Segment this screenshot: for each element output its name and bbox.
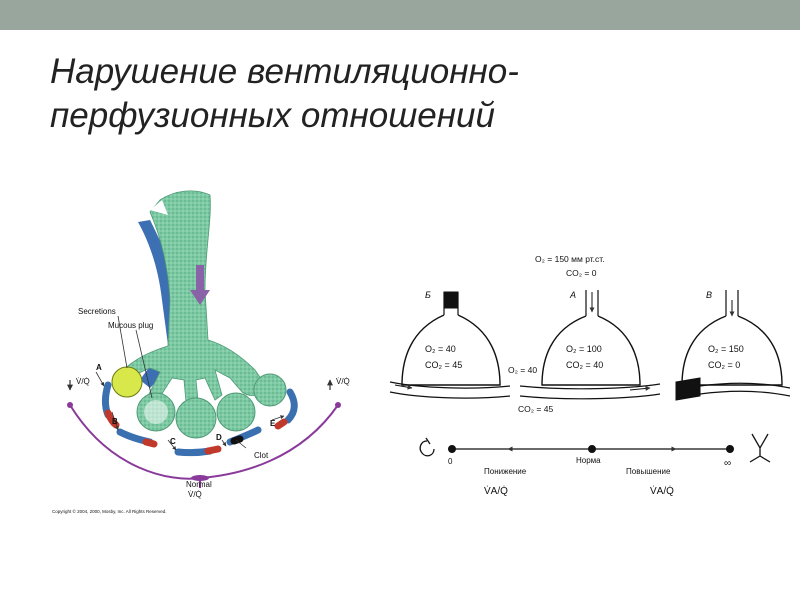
alveolus-c <box>175 397 217 439</box>
occluded-airway-icon <box>419 440 435 457</box>
capillary-b <box>389 381 511 399</box>
label-normal-vq: V̇/Q̇ <box>188 490 202 499</box>
capillary-block <box>675 377 701 401</box>
vessel-d-end <box>230 435 244 445</box>
open-airway-icon <box>749 433 771 463</box>
scale-high: Повышение <box>626 467 671 476</box>
left-airway-diagram: Secretions Mucous plug Clot Normal V̇/Q̇… <box>52 190 350 514</box>
scale-point-inf <box>726 445 734 453</box>
unit-v-label: В <box>706 290 712 300</box>
label-unit-e: E <box>270 419 276 428</box>
vessel-e-end <box>274 418 288 430</box>
curve-end-right <box>335 402 341 408</box>
venous-o2: O₂ = 40 <box>508 365 537 375</box>
mucous-plug <box>144 400 168 424</box>
scale-point-norm <box>588 445 596 453</box>
unit-a: А O₂ = 100 CO₂ = 40 <box>541 290 641 386</box>
secretion-ball <box>111 366 143 398</box>
title-line-1: Нарушение вентиляционно- <box>50 52 519 91</box>
scale-point-zero <box>448 445 456 453</box>
arrow-a <box>95 371 105 387</box>
vessel-e <box>284 388 298 424</box>
label-unit-b: B <box>112 417 118 426</box>
inspired-o2: O₂ = 150 мм рт.ст. <box>535 254 605 264</box>
secretions-leader <box>117 315 128 369</box>
vessel-a-end <box>104 409 120 429</box>
unit-b: Б O₂ = 40 CO₂ = 45 <box>401 290 501 386</box>
slide-title: Нарушение вентиляционно- перфузионных от… <box>50 50 519 138</box>
vq-scale: 0 ∞ Понижение Норма Повышение V̇A/Q̇ V̇A… <box>419 433 771 497</box>
arrow-d <box>221 439 227 447</box>
arrow-b <box>111 411 119 431</box>
capillary-a <box>519 383 661 400</box>
mucous-plug-leader <box>135 329 153 399</box>
right-vq-diagram: O₂ = 150 мм рт.ст. CO₂ = 0 Б O₂ = 40 CO₂… <box>389 254 791 497</box>
unit-b-co2: CO₂ = 45 <box>425 360 462 370</box>
scale-inf: ∞ <box>724 458 731 469</box>
trachea <box>117 190 271 403</box>
unit-v-o2: O₂ = 150 <box>708 344 744 354</box>
curve-end-left <box>67 402 73 408</box>
ratio-right: V̇A/Q̇ <box>650 484 674 497</box>
label-unit-a: A <box>96 363 102 372</box>
unit-b-o2: O₂ = 40 <box>425 344 456 354</box>
title-line-2: перфузионных отношений <box>50 96 495 135</box>
copyright-note: Copyright © 2004, 2000, Mosby, Inc. All … <box>52 508 167 514</box>
alveolus-d <box>216 392 256 432</box>
alveolus-e <box>253 373 287 407</box>
scale-zero: 0 <box>448 457 453 466</box>
unit-a-co2: CO₂ = 40 <box>566 360 603 370</box>
ratio-left: V̇A/Q̇ <box>484 484 508 497</box>
unit-b-label: Б <box>425 290 431 300</box>
arrow-c <box>167 439 177 451</box>
unit-v: В O₂ = 150 CO₂ = 0 <box>675 290 791 401</box>
label-unit-d: D <box>216 433 222 442</box>
arrow-e <box>271 415 285 421</box>
label-unit-c: C <box>170 437 176 446</box>
label-high-vq: V̇/Q̇ <box>336 377 350 386</box>
slide-top-bar <box>0 0 800 30</box>
label-secretions: Secretions <box>78 307 116 316</box>
label-mucous-plug: Mucous plug <box>108 321 153 330</box>
vessel-b-end <box>142 438 158 448</box>
label-normal: Normal <box>186 480 212 489</box>
vessel-c-end <box>204 445 222 455</box>
unit-a-label: А <box>569 290 576 300</box>
scale-norm: Норма <box>576 456 601 465</box>
airway-obstruction <box>443 291 459 309</box>
inspired-co2: CO₂ = 0 <box>566 268 597 278</box>
clot-leader <box>235 439 247 449</box>
unit-a-o2: O₂ = 100 <box>566 344 602 354</box>
airflow-arrow <box>190 265 210 305</box>
normal-node <box>191 475 209 481</box>
unit-v-co2: CO₂ = 0 <box>708 360 740 370</box>
venous-co2: CO₂ = 45 <box>518 404 553 414</box>
label-low-vq: V̇/Q̇ <box>76 377 90 386</box>
scale-low: Понижение <box>484 467 527 476</box>
trachea-notch <box>150 200 168 215</box>
label-clot: Clot <box>254 451 269 460</box>
